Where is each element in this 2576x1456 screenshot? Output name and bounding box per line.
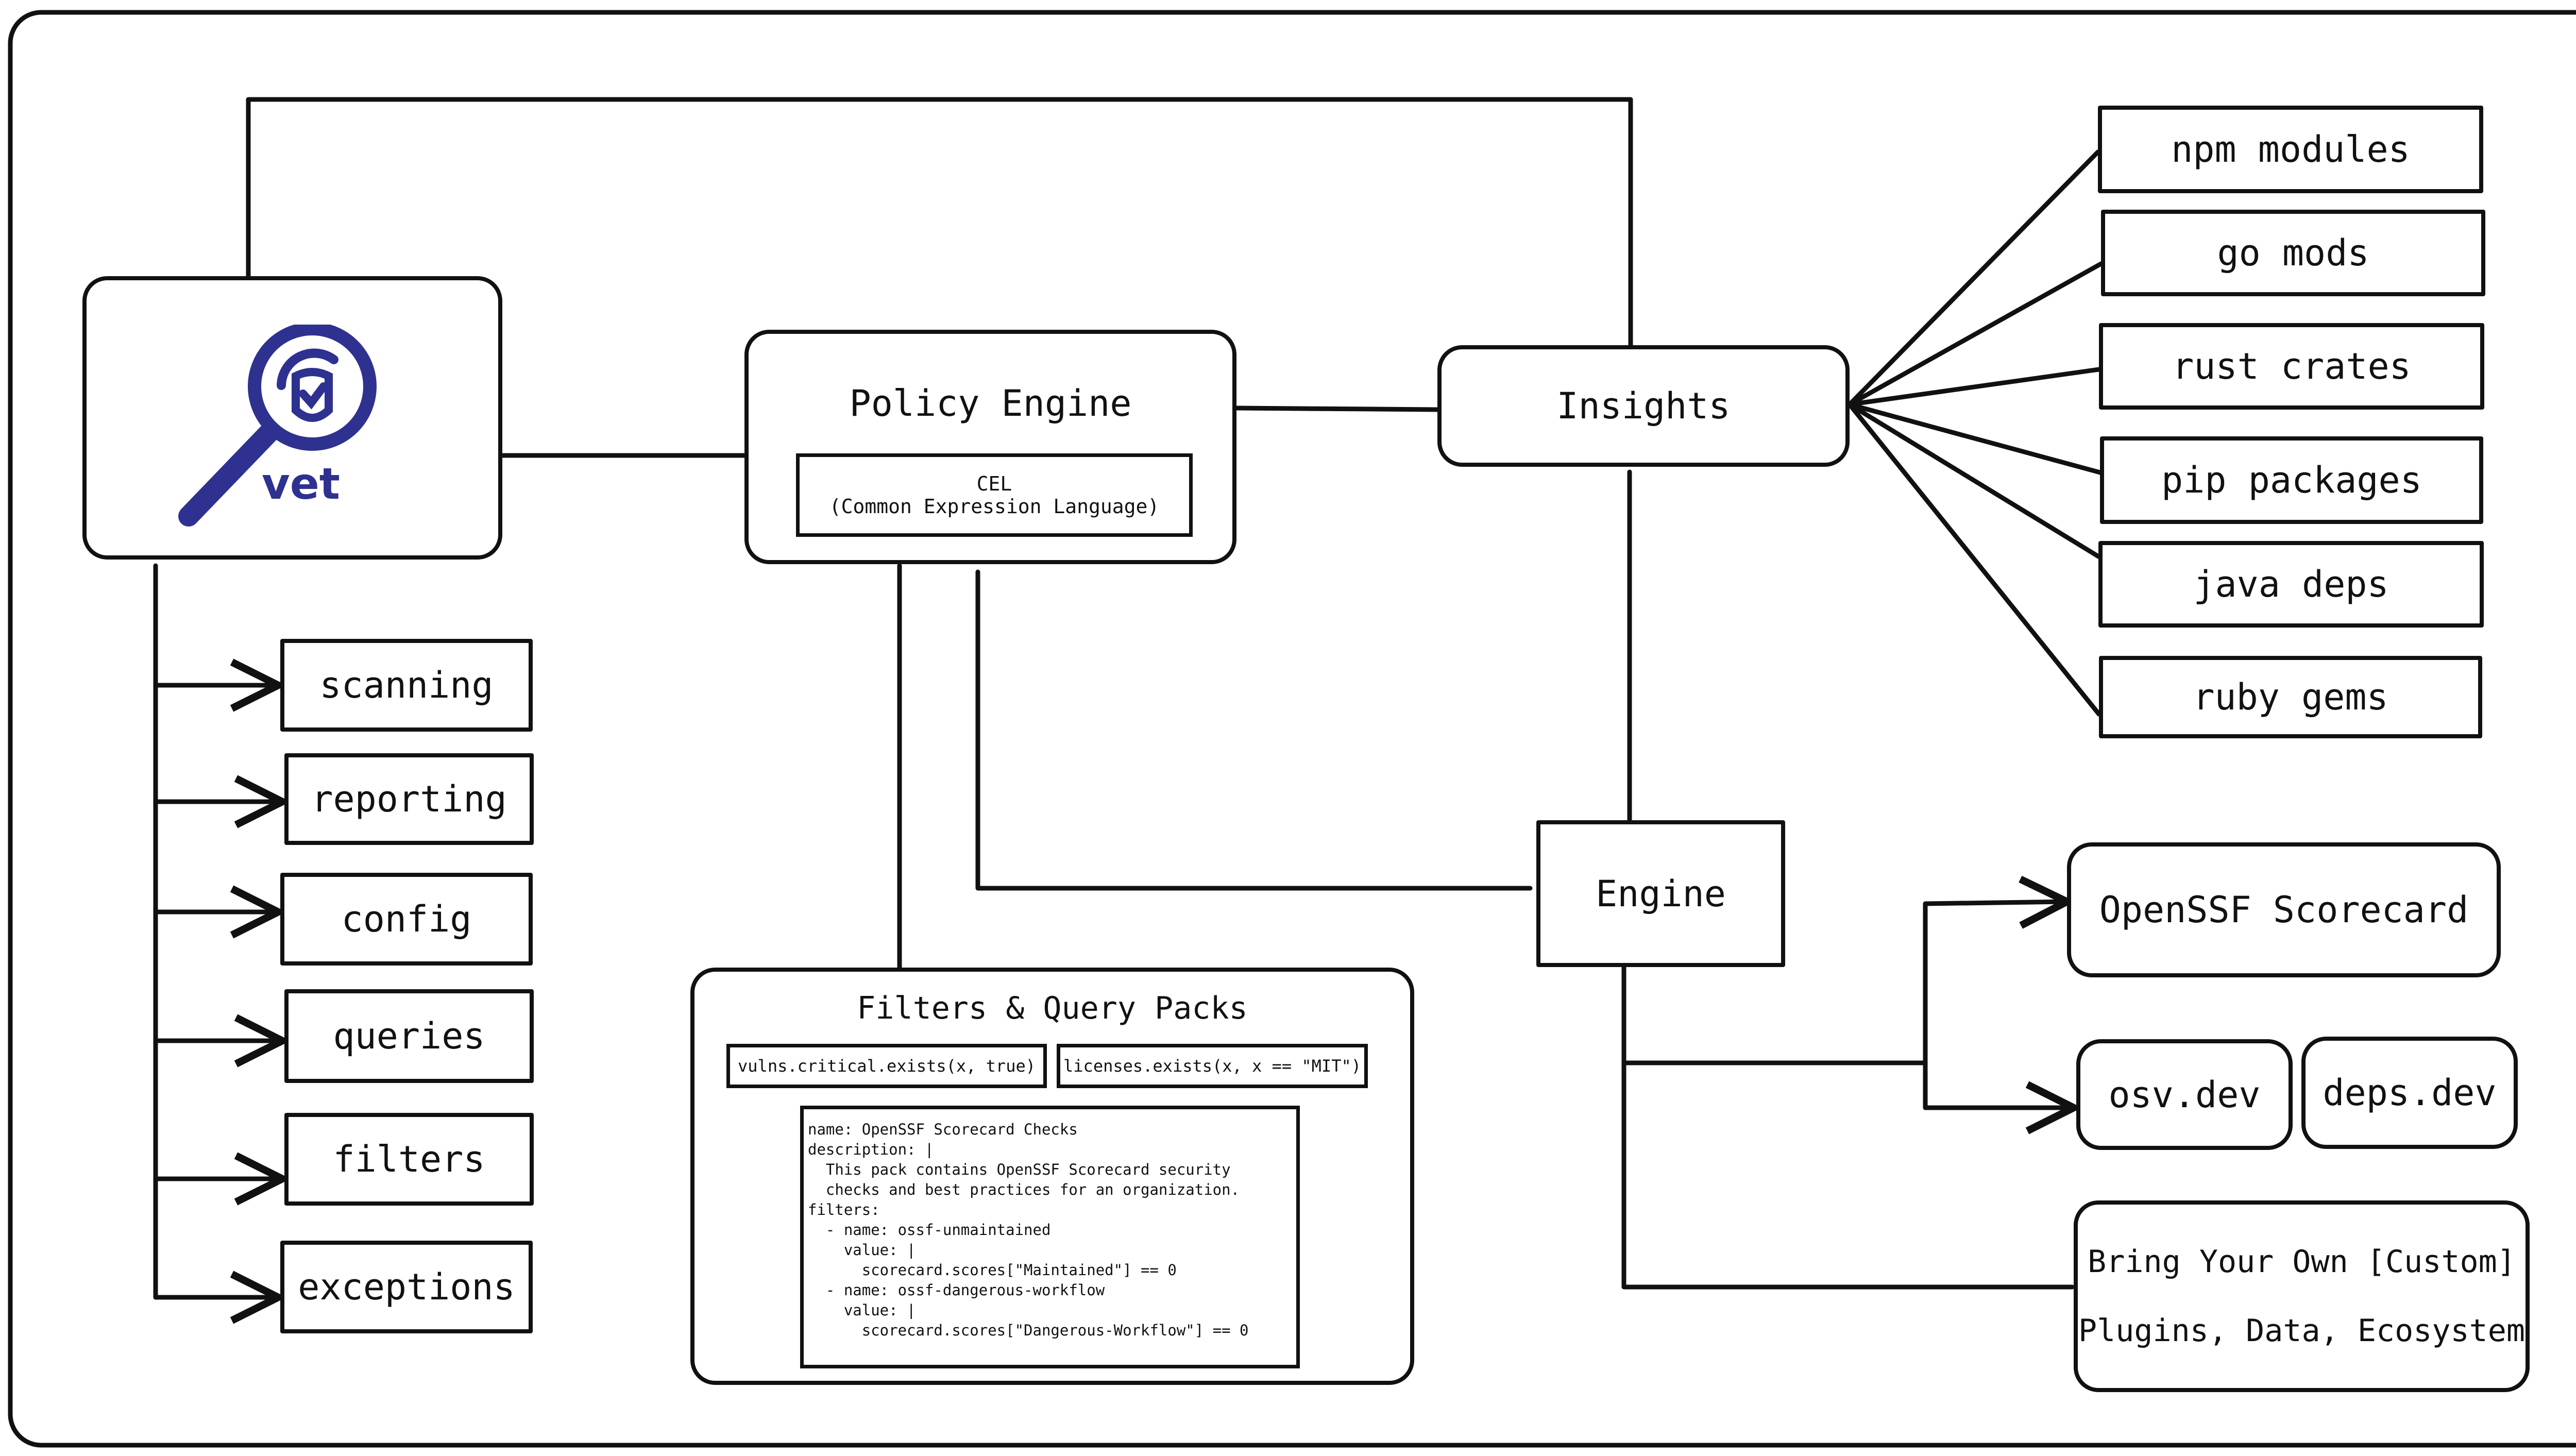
- source-custom-plugins[interactable]: Bring Your Own [Custom] Plugins, Data, E…: [2074, 1200, 2530, 1392]
- feature-reporting[interactable]: reporting: [284, 753, 534, 845]
- feature-queries[interactable]: queries: [284, 989, 534, 1083]
- filters-query-packs-box[interactable]: Filters & Query Packs vulns.critical.exi…: [690, 968, 1414, 1385]
- ecosystem-ruby-gems[interactable]: ruby gems: [2099, 656, 2482, 738]
- source-deps-dev[interactable]: deps.dev: [2301, 1037, 2518, 1149]
- line-engine-to-custom: [1621, 964, 2075, 1290]
- code-line: filters:: [808, 1201, 880, 1218]
- arrow-to-scorecard: [1923, 902, 2067, 904]
- outer-frame: [8, 10, 2576, 1448]
- code-line: scorecard.scores["Dangerous-Workflow"] =…: [808, 1322, 1249, 1339]
- ecosystem-npm-modules[interactable]: npm modules: [2098, 106, 2483, 193]
- filter-example-licenses: licenses.exists(x, x == "MIT"): [1057, 1044, 1368, 1088]
- ecosystem-go-mods[interactable]: go mods: [2101, 210, 2485, 296]
- policy-engine-box[interactable]: Policy Engine CEL (Common Expression Lan…: [744, 330, 1236, 564]
- line-insights-to-java: [1847, 402, 2101, 559]
- vet-logo-text: vet: [262, 459, 340, 509]
- line-vet-to-insights: [246, 97, 1633, 348]
- feature-exceptions[interactable]: exceptions: [280, 1241, 533, 1333]
- feature-config[interactable]: config: [280, 873, 533, 966]
- insights-box[interactable]: Insights: [1437, 345, 1850, 467]
- code-line: value: |: [808, 1241, 916, 1259]
- ecosystem-rust-crates[interactable]: rust crates: [2099, 323, 2484, 410]
- line-insights-to-go: [1847, 261, 2104, 407]
- source-osv-dev[interactable]: osv.dev: [2076, 1039, 2293, 1150]
- code-line: checks and best practices for an organiz…: [808, 1181, 1240, 1198]
- cel-description: (Common Expression Language): [829, 495, 1160, 518]
- feature-scanning[interactable]: scanning: [280, 639, 533, 732]
- magnifier-shield-icon: [178, 325, 377, 527]
- code-line: description: |: [808, 1141, 934, 1158]
- code-line: scorecard.scores["Maintained"] == 0: [808, 1261, 1177, 1279]
- ecosystem-pip-packages[interactable]: pip packages: [2100, 436, 2483, 524]
- cel-box: CEL (Common Expression Language): [796, 453, 1193, 537]
- filter-example-vulns: vulns.critical.exists(x, true): [726, 1044, 1047, 1088]
- line-insights-to-npm: [1847, 149, 2100, 407]
- line-policy-engine-to-insights: [1234, 405, 1440, 412]
- code-line: name: OpenSSF Scorecard Checks: [808, 1121, 1078, 1138]
- code-line: - name: ossf-dangerous-workflow: [808, 1281, 1105, 1299]
- filters-query-packs-title: Filters & Query Packs: [857, 990, 1248, 1026]
- query-pack-code: name: OpenSSF Scorecard Checks descripti…: [800, 1106, 1300, 1368]
- cel-label: CEL: [976, 472, 1012, 495]
- ecosystem-java-deps[interactable]: java deps: [2098, 541, 2484, 628]
- line-insights-to-rust: [1847, 367, 2102, 407]
- code-line: value: |: [808, 1301, 916, 1319]
- policy-engine-title: Policy Engine: [849, 382, 1132, 425]
- vet-logo-box: vet: [82, 276, 502, 560]
- line-policy-engine-to-engine: [975, 569, 1533, 891]
- source-openssf-scorecard[interactable]: OpenSSF Scorecard: [2067, 842, 2501, 977]
- line-insights-to-ruby: [1847, 402, 2102, 717]
- code-line: - name: ossf-unmaintained: [808, 1221, 1051, 1239]
- engine-box[interactable]: Engine: [1536, 820, 1785, 967]
- line-insights-to-pip: [1847, 402, 2103, 475]
- custom-plugins-line1: Bring Your Own [Custom]: [2088, 1244, 2516, 1280]
- custom-plugins-line2: Plugins, Data, Ecosystem: [2078, 1313, 2525, 1349]
- code-line: This pack contains OpenSSF Scorecard sec…: [808, 1161, 1231, 1178]
- feature-filters[interactable]: filters: [284, 1113, 534, 1206]
